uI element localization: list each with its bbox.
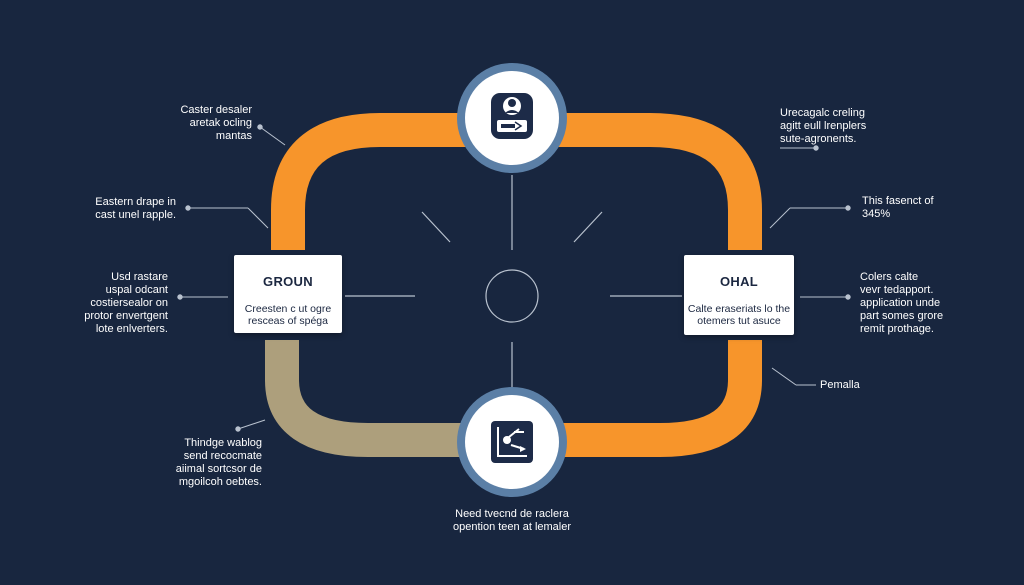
center-hub (345, 175, 682, 392)
note-line: aretak ocling (189, 117, 252, 129)
card-left-title: GROUN (263, 274, 313, 289)
card-left[interactable]: GROUN Creesten c ut ogre resceas of spég… (234, 255, 342, 333)
note-line: lote enlverters. (95, 323, 168, 335)
card-right-line-2: otemers tut asuce (697, 315, 781, 327)
leader-top-right (780, 145, 819, 151)
leader-mid-right-1 (769, 205, 851, 229)
center-circle (485, 269, 539, 323)
note-mid-left-1: Eastern drape in cast unel rapple. (95, 196, 176, 222)
note-line: mantas (215, 130, 252, 142)
note-line: Caster desaler (180, 104, 252, 116)
card-left-body: Creesten c ut ogre resceas of spéga (245, 303, 331, 327)
note-mid-right-2: Colers calte vevr tedapport. application… (860, 271, 943, 336)
card-left-line-1: Creesten c ut ogre (244, 303, 332, 315)
leader-top-left (257, 124, 286, 146)
note-line: opention teen at lemaler (452, 521, 572, 533)
note-line: 345% (862, 208, 891, 220)
leader-lines (177, 124, 851, 432)
ring-segment-bottom-left (265, 340, 490, 457)
card-right-line-1: Calte eraseriats lo the (687, 303, 791, 315)
note-bottom-right: Pemalla (820, 379, 860, 392)
user-badge-icon (491, 93, 533, 139)
leader-mid-right-2 (800, 294, 851, 300)
note-line: Eastern drape in (95, 196, 176, 208)
leader-bottom-right (771, 367, 816, 386)
note-line: Usd rastare (111, 271, 168, 283)
note-line: application unde (860, 297, 941, 309)
card-right-title: OHAL (719, 274, 759, 289)
note-top-left: Caster desaler aretak ocling mantas (180, 104, 252, 143)
note-line: Urecagalc creling (780, 107, 865, 119)
note-line: agitt eull lrenplers (780, 120, 867, 132)
note-line: cast unel rapple. (95, 209, 176, 221)
note-line: aiimal sortcsor de (175, 463, 262, 475)
note-line: remit prothage. (860, 323, 934, 335)
note-line: sute-agronents. (780, 133, 857, 145)
note-line: uspal odcant (105, 284, 168, 296)
top-node[interactable] (457, 63, 567, 173)
note-top-right: Urecagalc creling agitt eull lrenplers s… (780, 107, 866, 146)
note-line: costiersealor on (90, 297, 168, 309)
note-line: This fasenct of (862, 195, 934, 207)
note-bottom-left: Thindge wablog send recocmate aiimal sor… (176, 437, 262, 489)
ring-segment-bottom-right (520, 340, 762, 457)
note-mid-right-1: This fasenct of 345% (862, 195, 934, 221)
bottom-node[interactable] (457, 387, 567, 497)
note-line: Pemalla (820, 379, 860, 391)
note-line: Thindge wablog (184, 437, 262, 449)
leader-bottom-left (235, 419, 266, 432)
note-line: part somes grore (860, 310, 944, 322)
note-line: Need tvecnd de raclera (455, 508, 569, 520)
card-right[interactable]: OHAL Calte eraseriats lo the otemers tut… (684, 255, 794, 335)
card-right-body: Calte eraseriats lo the otemers tut asuc… (688, 303, 790, 327)
note-line: send recocmate (183, 450, 262, 462)
chart-arrow-icon (491, 421, 533, 463)
note-bottom-center: Need tvecnd de raclera opention teen at … (0, 508, 1024, 534)
note-line: vevr tedapport. (860, 284, 934, 296)
card-left-line-2: resceas of spéga (248, 315, 328, 327)
spoke-top-right (573, 211, 603, 243)
spoke-top-left (421, 211, 451, 243)
note-mid-left-2: Usd rastare uspal odcant costiersealor o… (84, 271, 168, 336)
note-line: Colers calte (860, 271, 919, 283)
note-line: mgoilcoh oebtes. (178, 476, 262, 488)
note-line: protor envertgent (84, 310, 168, 322)
leader-mid-left-2 (177, 294, 228, 300)
leader-mid-left-1 (185, 205, 269, 229)
